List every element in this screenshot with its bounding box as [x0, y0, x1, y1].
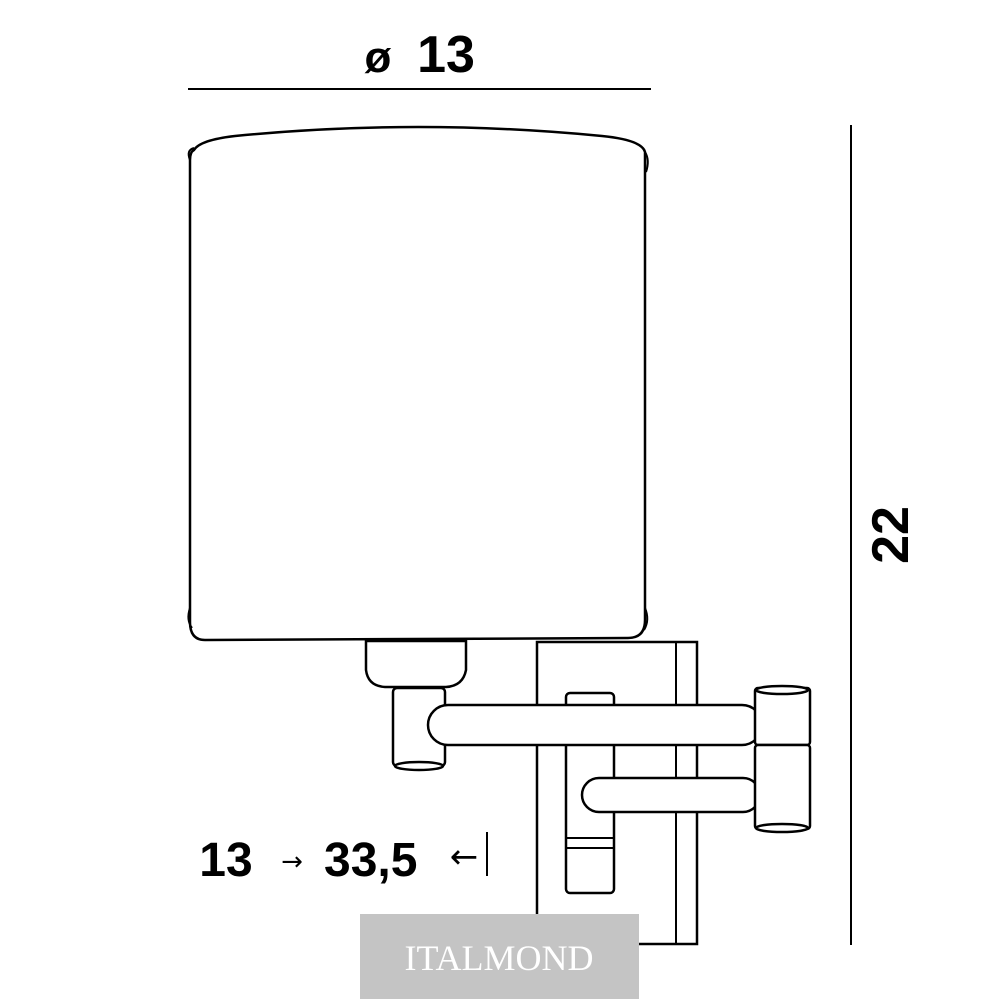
diameter-symbol: ø: [365, 33, 392, 82]
extension-max-int: 33: [324, 834, 377, 887]
extension-dimension: 13 → 33,5 ←: [199, 832, 488, 887]
watermark-logo-text: ITALMOND: [404, 938, 593, 978]
shade-outline: [188, 125, 647, 642]
elbow-joint-upper: [753, 686, 812, 747]
extension-min-value: 13: [199, 834, 252, 887]
watermark-background: [360, 914, 639, 999]
elbow-joint: [753, 684, 812, 834]
extension-max-value: 33,5: [324, 834, 417, 887]
diameter-dimension: ø 13: [188, 26, 651, 90]
height-value: 22: [862, 506, 920, 564]
diameter-value: 13: [417, 26, 475, 84]
socket-cup: [364, 639, 468, 689]
watermark: ITALMOND: [360, 914, 639, 999]
extension-max-frac: ,5: [377, 834, 417, 887]
lamp-shade: [187, 125, 649, 642]
extension-arrow: →: [281, 847, 303, 877]
lower-arm-tube: [580, 776, 762, 814]
upper-arm-tube: [426, 703, 764, 747]
extension-end-arrow: ←: [450, 837, 479, 877]
elbow-joint-lower: [753, 743, 812, 831]
lower-swing-arm: [580, 776, 762, 814]
lamp-socket: [364, 639, 468, 772]
upper-swing-arm: [426, 703, 764, 747]
socket-stem-bottom: [393, 760, 445, 772]
height-dimension: 22: [850, 125, 920, 945]
